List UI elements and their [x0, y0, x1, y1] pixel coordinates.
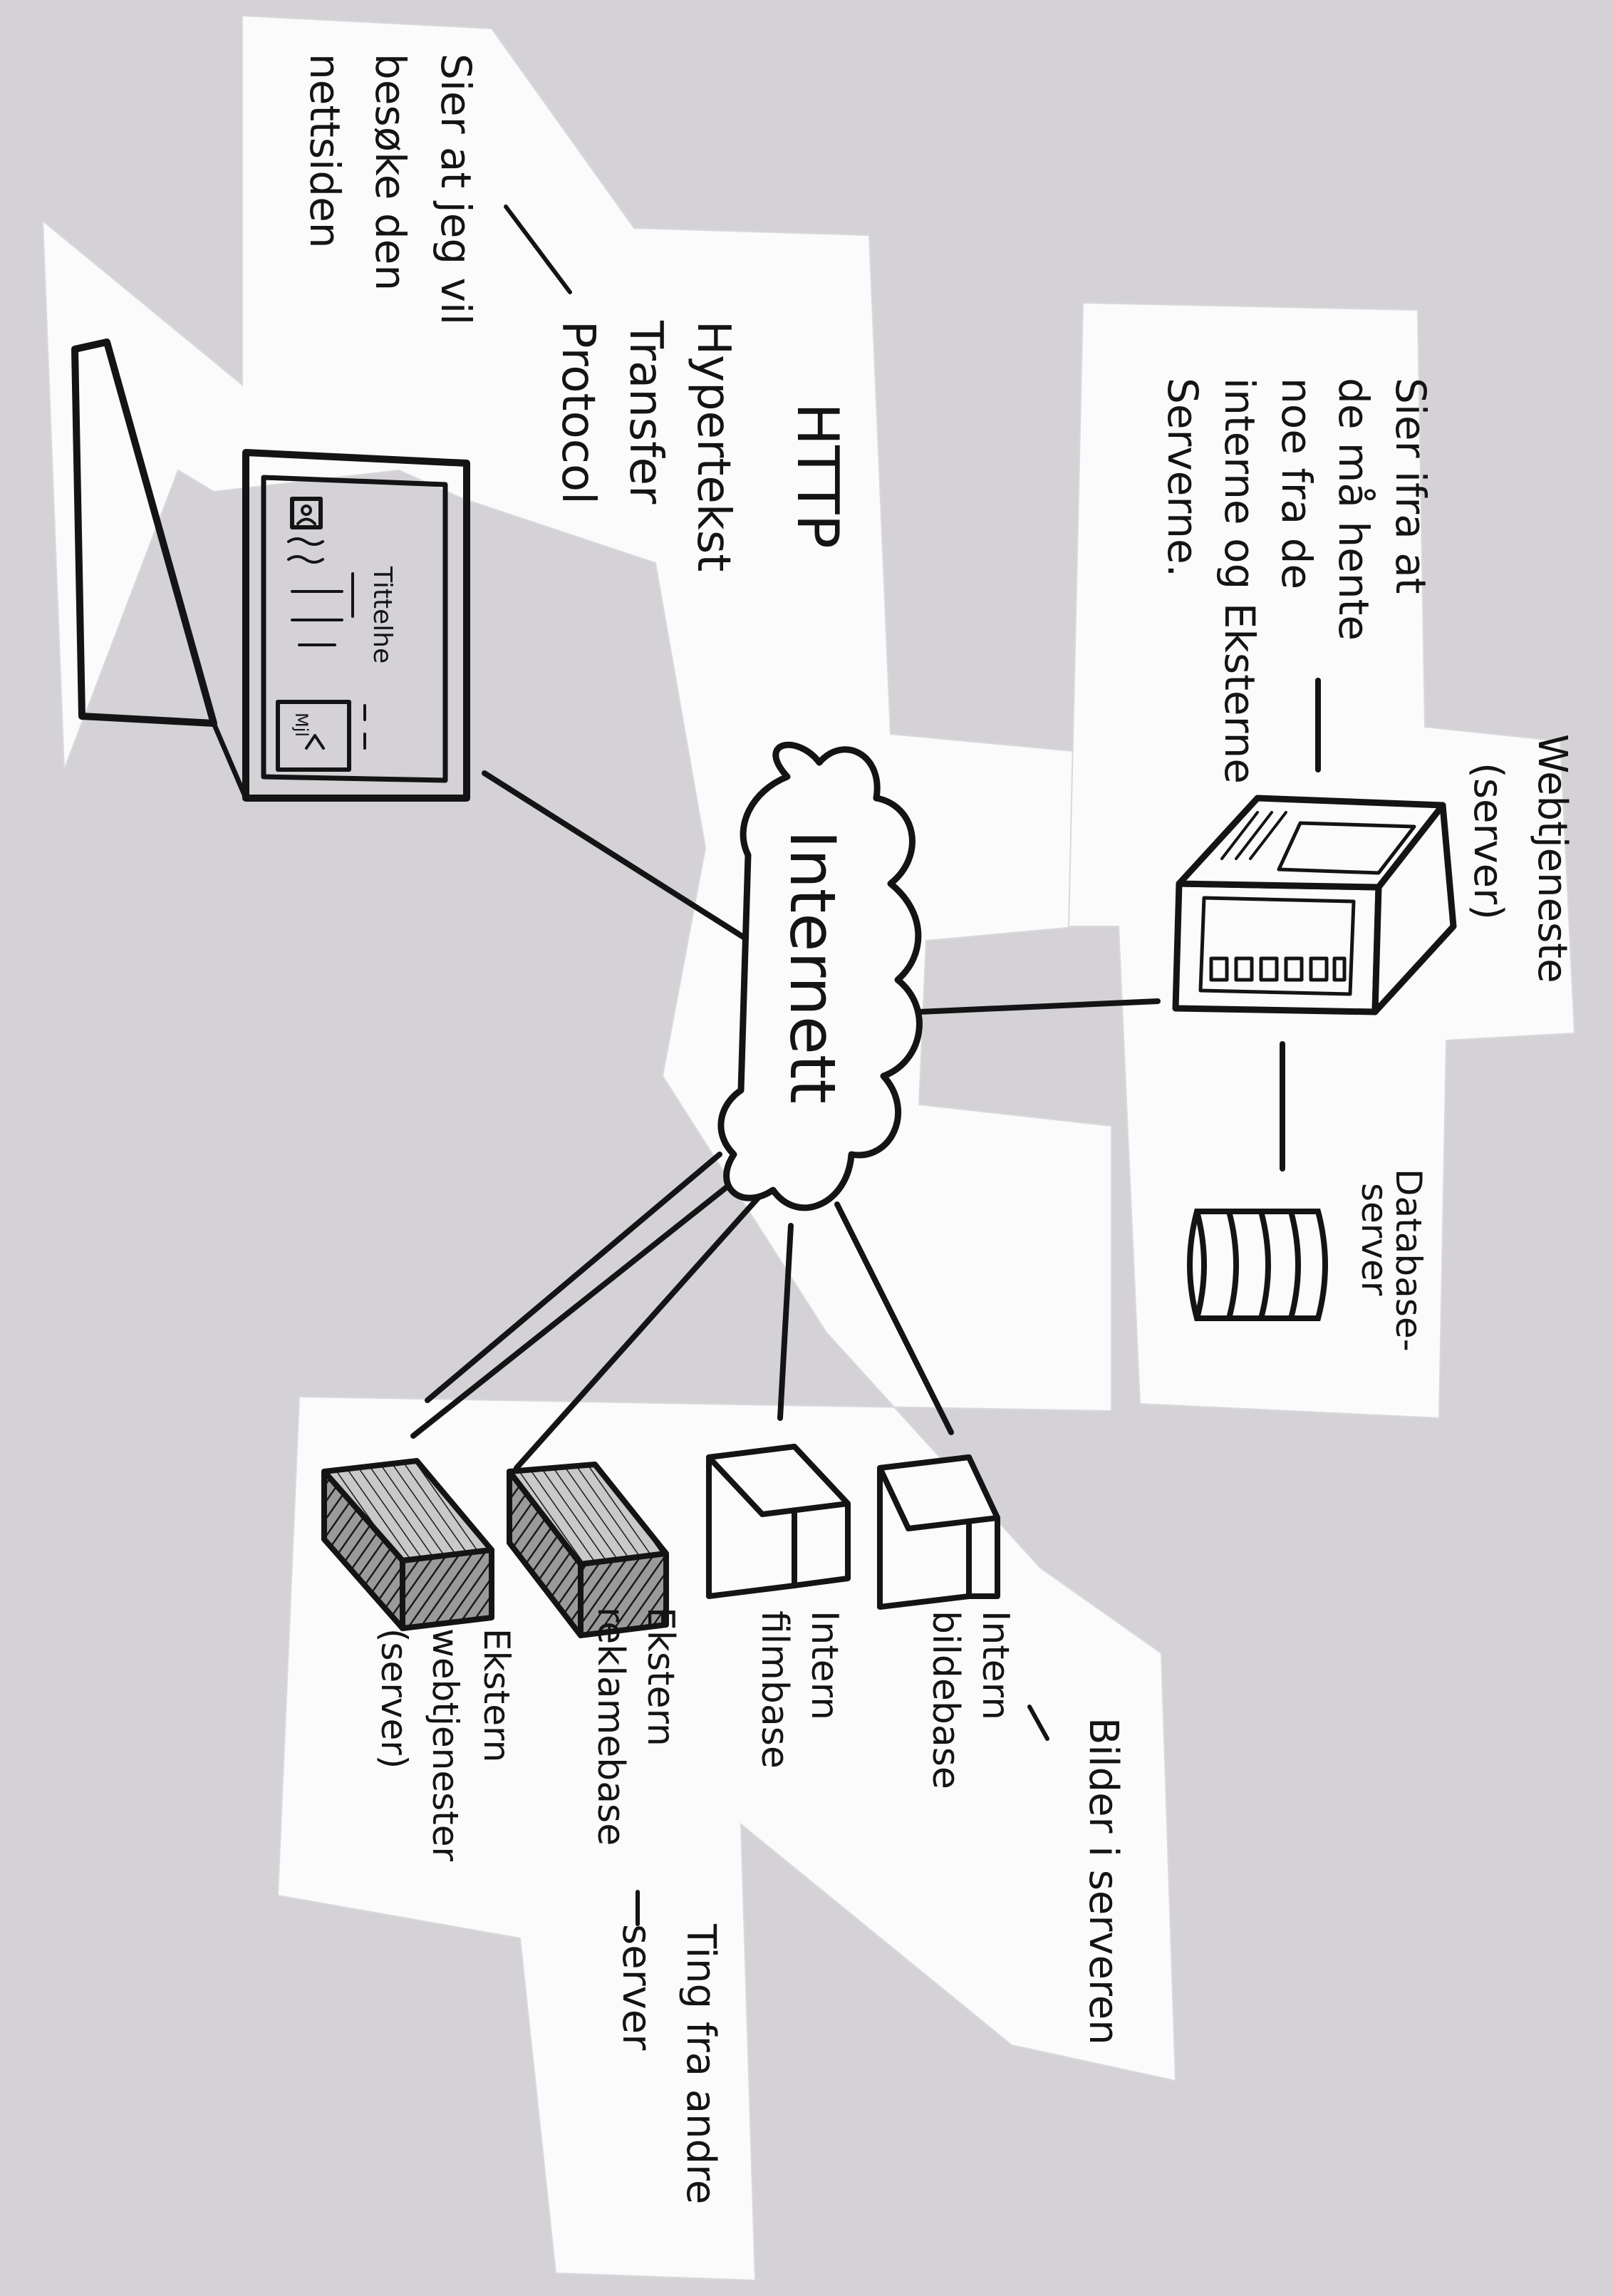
database-label: Database- server — [1354, 1169, 1429, 1363]
database-icon — [1187, 1209, 1328, 1321]
database-label-line: Database- — [1388, 1169, 1429, 1352]
laptop-internet-link — [482, 770, 769, 954]
webserver-label-line: (server) — [1465, 762, 1511, 920]
http-full-line: Protocol — [551, 321, 604, 505]
internet-reklamebase-link — [514, 1194, 762, 1471]
images-note: Bilder i serveren — [1080, 1717, 1126, 2045]
webtjenester-label-line: (server) — [373, 1628, 415, 1769]
connection-lines — [410, 678, 1321, 1471]
webtjenester-label-line: Ekstern — [476, 1628, 517, 1762]
laptop-note-line: besøke den — [366, 53, 415, 291]
reklamebase-label: Ekstern reklamebase — [589, 1607, 682, 1846]
external-note-line: server — [613, 1924, 660, 2051]
webserver-note: Sier ifra at de må hente noe fra de inte… — [1158, 378, 1435, 797]
bildebase-cube-icon — [877, 1454, 1000, 1610]
webtjenester-cube-icon — [321, 1458, 494, 1631]
database-label-line: server — [1354, 1183, 1395, 1296]
webtjenester-label-line: webtjenester — [425, 1628, 466, 1862]
images-note-connector — [1027, 1705, 1049, 1741]
internet-cloud-icon — [717, 741, 923, 1211]
laptop-note-line: Sier at jeg vil — [432, 53, 480, 325]
internet-filmbase-link — [777, 1223, 794, 1421]
bildebase-label: Intern bildebase — [924, 1610, 1017, 1789]
http-full-line: Hypertekst — [687, 321, 740, 572]
webserver-note-line: interne og Eksterne — [1215, 378, 1264, 784]
filmbase-label: Intern filmbase — [753, 1610, 846, 1769]
reklamebase-label-line: Ekstern — [639, 1607, 682, 1747]
filmbase-label-line: Intern — [803, 1610, 846, 1720]
filmbase-label-line: filmbase — [753, 1610, 796, 1769]
external-note-line: Ting fra andre — [678, 1923, 724, 2204]
http-acronym: HTTP — [784, 403, 851, 549]
webserver-note-line: Serverne. — [1158, 378, 1207, 577]
webserver-icon — [1172, 795, 1457, 1015]
internet-webtjenester-link — [410, 1173, 744, 1439]
webserver-note-line: de må hente — [1329, 378, 1378, 641]
webserver-label: Webtjeneste (server) — [1465, 734, 1575, 996]
http-full-name: Hypertekst Transfer Protocol — [551, 320, 740, 586]
bildebase-label-line: bildebase — [924, 1610, 967, 1789]
filmbase-cube-icon — [706, 1444, 851, 1599]
bildebase-label-line: Intern — [974, 1610, 1017, 1720]
laptop-note-line: nettsiden — [301, 53, 349, 249]
laptop-note-connector — [504, 205, 572, 294]
http-full-line: Transfer — [619, 320, 672, 505]
internet-bildebase-link — [834, 1201, 954, 1435]
webserver-note-line: noe fra de — [1272, 378, 1321, 589]
laptop-note: Sier at jeg vil besøke den nettsiden — [301, 53, 480, 338]
laptop-screen-title: Tittelhe — [368, 566, 397, 663]
external-note: Ting fra andre server — [613, 1923, 724, 2217]
laptop-screen-image-text: Mjl — [291, 713, 311, 737]
webserver-label-line: Webtjeneste — [1529, 734, 1575, 983]
webserver-note-line: Sier ifra at — [1386, 378, 1435, 594]
reklamebase-label-line: reklamebase — [589, 1607, 632, 1846]
webtjenester-label: Ekstern webtjenester (server) — [373, 1628, 517, 1873]
internet-label: Internett — [776, 830, 849, 1104]
internet-webserver-link — [916, 998, 1161, 1015]
laptop-icon — [71, 338, 470, 802]
reklamebase-cube-icon — [507, 1462, 669, 1638]
